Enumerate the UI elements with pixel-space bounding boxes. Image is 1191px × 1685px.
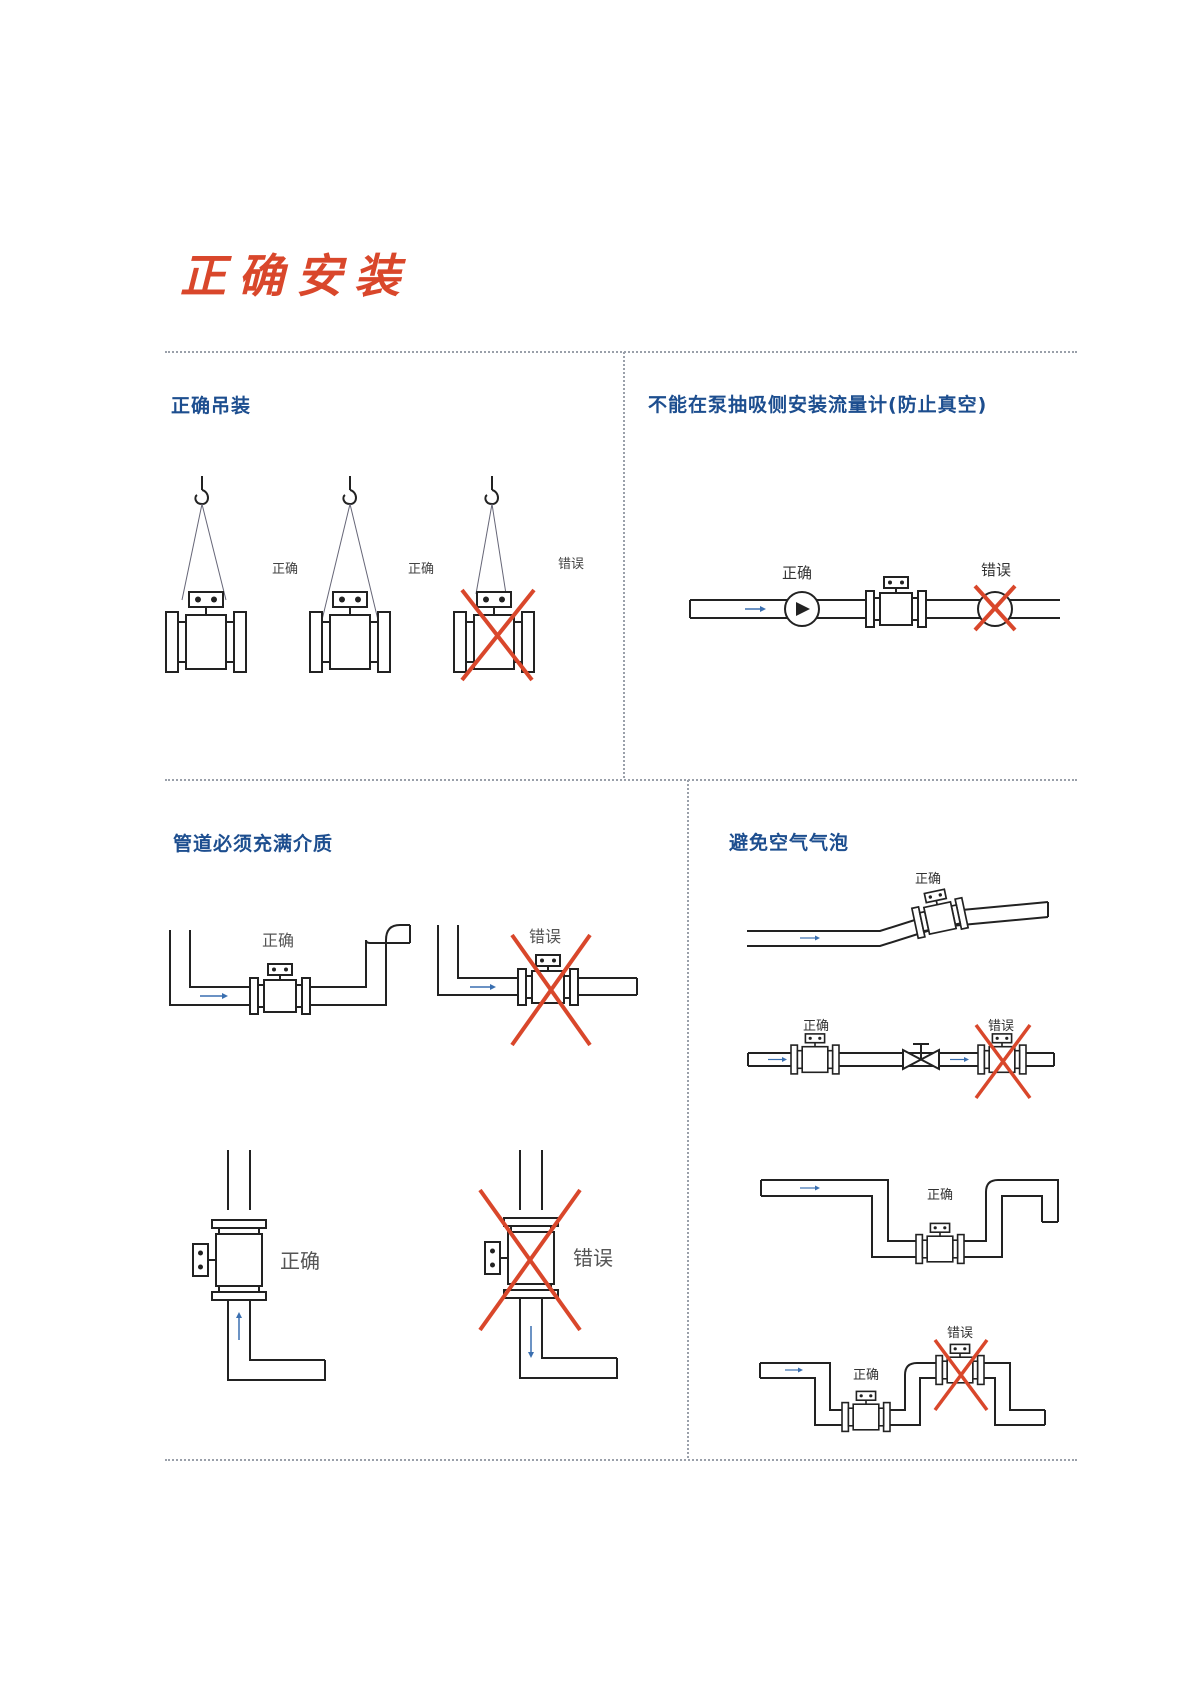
bubbles-label-4: 正确 (927, 1188, 953, 1203)
full-pipe-label-4: 错误 (573, 1246, 613, 1270)
divider-vertical-top (623, 352, 625, 778)
page-title: 正确安装 (180, 249, 412, 303)
bubbles-label-6: 错误 (947, 1326, 973, 1341)
pump-label-correct: 正确 (782, 564, 812, 582)
bubbles-label-2: 正确 (803, 1019, 829, 1034)
section-title-bubbles: 避免空气气泡 (729, 832, 850, 854)
full-pipe-label-2: 错误 (529, 927, 561, 946)
divider-vertical-bottom (687, 780, 689, 1458)
full-pipe-label-1: 正确 (262, 931, 294, 950)
divider-middle (165, 779, 1077, 781)
lifting-diagram (165, 475, 536, 682)
section-title-full-pipe: 管道必须充满介质 (173, 833, 334, 855)
bubbles-label-1: 正确 (915, 872, 941, 887)
full-pipe-label-3: 正确 (280, 1249, 320, 1273)
divider-bottom (165, 1459, 1077, 1461)
section-title-lifting: 正确吊装 (171, 395, 252, 417)
bubbles-diagram (747, 885, 1059, 1433)
pump-label-wrong: 错误 (981, 561, 1011, 579)
lifting-label-3: 错误 (558, 557, 584, 572)
bubbles-label-5: 正确 (853, 1368, 879, 1383)
divider-top (165, 351, 1077, 353)
full-pipe-diagram (169, 924, 638, 1381)
lifting-label-1: 正确 (272, 562, 298, 577)
pump-diagram (689, 576, 1060, 632)
lifting-label-2: 正确 (408, 562, 434, 577)
section-title-pump: 不能在泵抽吸侧安装流量计(防止真空) (648, 394, 988, 416)
bubbles-label-3: 错误 (988, 1019, 1014, 1034)
